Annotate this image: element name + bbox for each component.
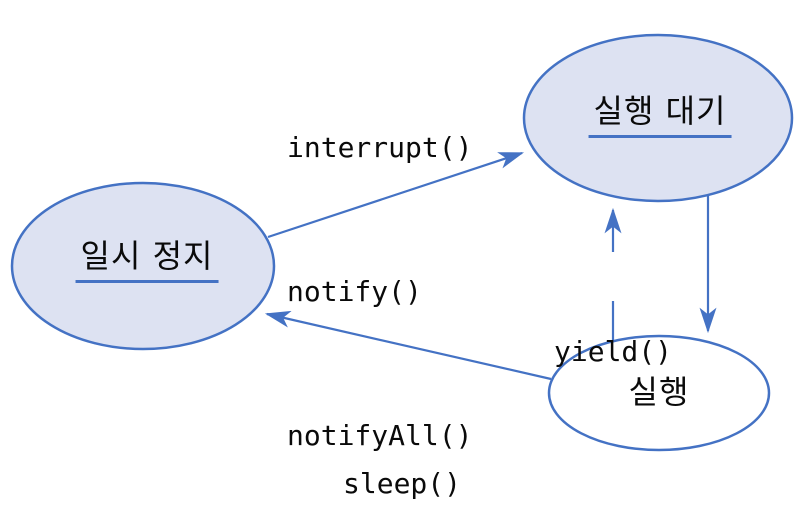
transition-label-interrupt: interrupt() [287,131,473,164]
state-ellipse-running [547,334,771,452]
transition-label-notifyall: notifyAll() [287,419,473,452]
state-label-running: 실행 [628,373,690,411]
state-label-runnable: 실행 대기 [588,93,732,138]
state-ellipse-paused [10,181,276,351]
transition-labels-paused-to-runnable: interrupt() notify() notifyAll() [287,28,472,522]
arrow-paused-to-runnable [267,151,525,239]
state-label-paused: 일시 정지 [75,238,219,283]
transition-labels-running-to-runnable: yield() [554,252,672,452]
transition-label-yield: yield() [554,335,673,368]
state-ellipse-runnable [522,33,794,203]
transition-labels-running-to-paused: sleep() join() wait() [343,364,461,522]
arrow-running-to-paused [264,310,552,381]
transition-label-notify: notify() [287,275,422,308]
transition-label-sleep: sleep() [343,467,462,500]
